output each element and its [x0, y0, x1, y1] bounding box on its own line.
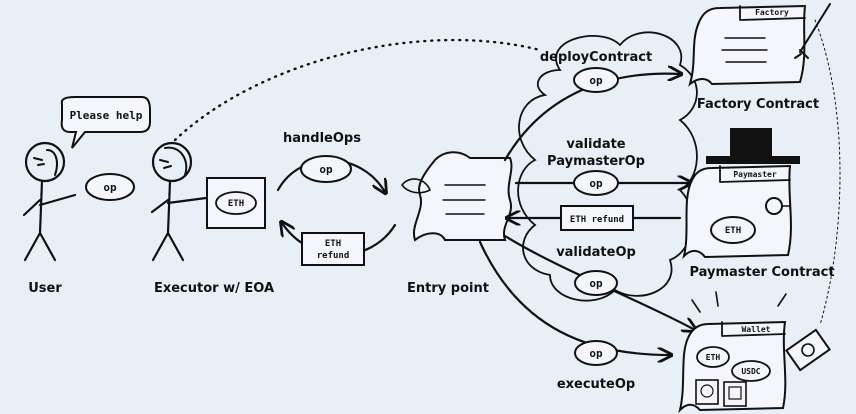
pen-icon [794, 3, 831, 59]
svg-text:op: op [589, 177, 603, 190]
wallet-tab: Wallet [742, 325, 771, 334]
deploycontract-label: deployContract [540, 50, 652, 65]
nft-card-icon [695, 379, 719, 405]
factory-document: Factory [688, 3, 831, 87]
wallet-usdc: USDC [741, 367, 760, 376]
speech-bubble-text: Please help [70, 109, 143, 122]
paymaster-tab: Paymaster [733, 170, 777, 179]
paymaster-label: Paymaster Contract [689, 265, 834, 280]
svg-text:op: op [589, 277, 603, 290]
wallet-document: Wallet ETH USDC [678, 291, 832, 414]
executeop-arrow [478, 240, 670, 355]
executeop-label: executeOp [557, 377, 635, 392]
executeop-op-token: op [574, 340, 618, 366]
validate-paymaster-op-token: op [573, 170, 619, 196]
user-op-token: op [85, 173, 135, 201]
handleops-op-token: op [300, 155, 352, 183]
validateop-label: validateOp [556, 245, 636, 260]
dotted-link-factory-wallet [814, 19, 841, 326]
handleops-label: handleOps [283, 131, 361, 146]
validate-paymaster-label-2: PaymasterOp [547, 154, 645, 169]
deploycontract-arrow [503, 74, 680, 162]
executor-wallet-card: ETH [206, 177, 266, 229]
entry-point-scroll [401, 151, 513, 242]
nft-card-icon [723, 381, 747, 407]
dotted-link-executor-factory [173, 38, 542, 142]
svg-text:op: op [319, 163, 333, 176]
svg-text:op: op [103, 181, 117, 194]
paymaster-document: Paymaster ETH [682, 128, 800, 260]
validateop-op-token: op [574, 270, 618, 296]
user-label: User [28, 281, 62, 296]
executor-figure [150, 141, 208, 262]
deploycontract-op-token: op [573, 67, 619, 93]
executor-eth-refund-box: ETH refund [301, 232, 365, 266]
executor-label: Executor w/ EOA [154, 281, 274, 296]
entry-point-label: Entry point [407, 281, 489, 296]
monocle-icon [765, 197, 783, 215]
svg-text:op: op [589, 347, 603, 360]
svg-text:ETH: ETH [325, 239, 341, 249]
user-figure [22, 141, 77, 262]
wallet-eth: ETH [706, 353, 721, 362]
factory-tab: Factory [755, 8, 789, 17]
paymaster-eth-refund-box: ETH refund [560, 205, 634, 231]
svg-text:ETH refund: ETH refund [570, 215, 624, 225]
svg-text:op: op [589, 74, 603, 87]
factory-label: Factory Contract [697, 97, 819, 112]
paymaster-eth: ETH [725, 226, 741, 236]
top-hat-icon [730, 128, 772, 156]
executor-eth: ETH [228, 199, 244, 209]
svg-text:refund: refund [317, 251, 350, 261]
cash-icon [784, 328, 832, 372]
validate-paymaster-label-1: validate [566, 137, 625, 152]
speech-bubble: Please help [60, 96, 151, 149]
